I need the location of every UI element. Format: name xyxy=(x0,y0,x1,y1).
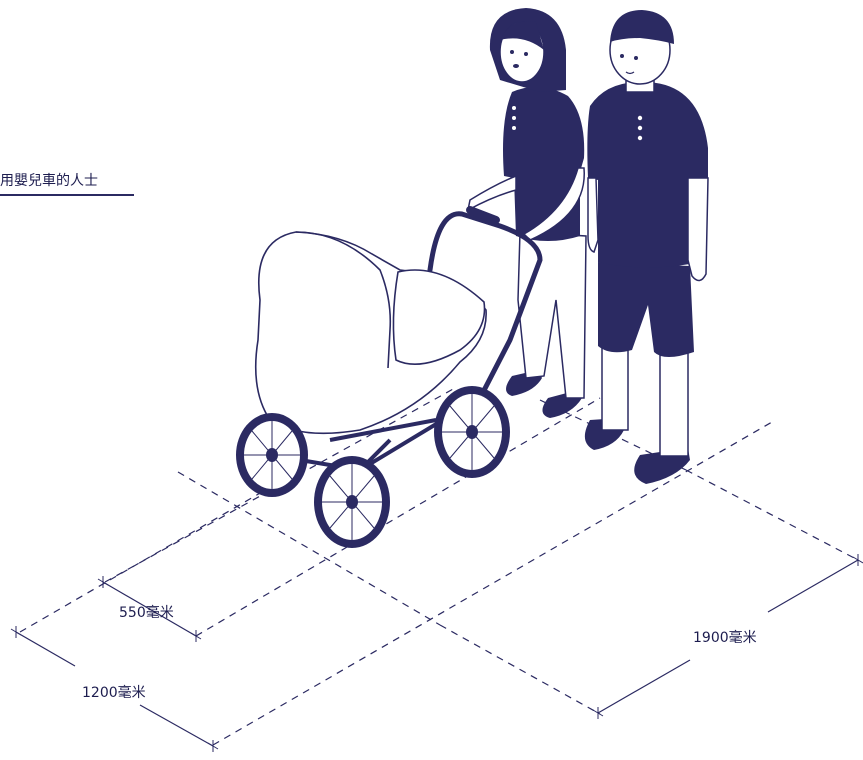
pram-wheel xyxy=(314,456,390,548)
dimension-lines xyxy=(10,554,863,752)
dimension-label-length: 1900毫米 xyxy=(693,630,757,646)
caption-title: 用嬰兒車的人士 xyxy=(0,170,134,196)
pram xyxy=(236,206,543,548)
dimension-label-pram-width: 550毫米 xyxy=(119,605,174,621)
pram-wheel xyxy=(434,386,510,478)
man-figure xyxy=(584,10,709,484)
dimension-label-total-width: 1200毫米 xyxy=(82,685,146,701)
pram-wheel xyxy=(236,413,308,497)
